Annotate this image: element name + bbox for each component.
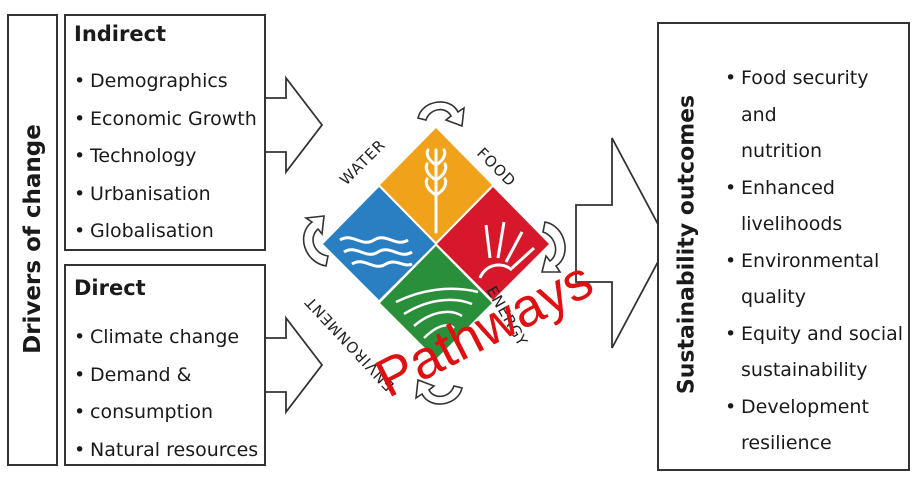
indirect-arrow-icon bbox=[266, 75, 324, 175]
list-item: Development resilience bbox=[723, 389, 908, 462]
outcome-line: Development bbox=[741, 395, 869, 418]
list-item: Equity and social sustainability bbox=[723, 316, 908, 389]
list-item-continuation: consumption bbox=[72, 394, 258, 432]
list-item: Climate change bbox=[72, 319, 258, 357]
list-item: Demographics bbox=[72, 63, 257, 101]
outcome-line: sustainability bbox=[741, 359, 868, 381]
list-item-continuation-text: consumption bbox=[90, 401, 214, 423]
indirect-drivers-box: Indirect Demographics Economic Growth Te… bbox=[64, 14, 266, 251]
list-item: Demand & bbox=[72, 357, 258, 395]
environment-tile bbox=[380, 246, 492, 359]
top-cycle-arrow-icon bbox=[417, 101, 465, 128]
list-item: Environmental quality bbox=[723, 243, 908, 316]
water-label: WATER bbox=[336, 136, 389, 189]
outcomes-arrow-icon bbox=[575, 137, 670, 349]
outcome-line: Enhanced bbox=[741, 176, 835, 199]
direct-heading: Direct bbox=[74, 276, 146, 300]
outcomes-box: Sustainability outcomes Food security an… bbox=[657, 22, 910, 471]
outcomes-list: Food security and nutrition Enhanced liv… bbox=[723, 60, 908, 462]
direct-list: Climate change Demand & consumption Natu… bbox=[72, 319, 258, 469]
list-item: Globalisation bbox=[72, 213, 257, 251]
outcome-line: Equity and social bbox=[741, 322, 904, 345]
water-tile bbox=[323, 187, 435, 300]
outcome-line: resilience bbox=[741, 432, 832, 454]
direct-drivers-box: Direct Climate change Demand & consumpti… bbox=[64, 264, 266, 469]
outcome-line: Food security and bbox=[741, 67, 869, 126]
energy-tile bbox=[437, 187, 549, 300]
list-item: Urbanisation bbox=[72, 176, 257, 214]
list-item: Food security and nutrition bbox=[723, 60, 908, 170]
fields-icon bbox=[395, 287, 479, 339]
indirect-heading: Indirect bbox=[74, 22, 167, 46]
sun-icon bbox=[478, 221, 536, 279]
outcomes-vertical-label: Sustainability outcomes bbox=[674, 94, 700, 395]
outcome-line: Environmental bbox=[741, 249, 880, 272]
list-item: Economic Growth bbox=[72, 101, 257, 139]
right-cycle-arrow-icon bbox=[540, 221, 566, 273]
list-item: Enhanced livelihoods bbox=[723, 170, 908, 243]
outcome-line: quality bbox=[741, 286, 806, 308]
indirect-list: Demographics Economic Growth Technology … bbox=[72, 63, 257, 251]
outcome-line: livelihoods bbox=[741, 213, 843, 235]
water-waves-icon bbox=[339, 236, 413, 268]
left-cycle-arrow-icon bbox=[302, 215, 329, 267]
bottom-cycle-arrow-icon bbox=[415, 378, 463, 405]
direct-arrow-icon bbox=[266, 315, 324, 415]
list-item: Natural resources bbox=[72, 432, 258, 470]
drivers-of-change-box: Drivers of change bbox=[7, 14, 58, 466]
list-item: Technology bbox=[72, 138, 257, 176]
wheat-icon bbox=[424, 148, 448, 234]
cycle-arrows bbox=[302, 101, 566, 405]
nexus-diamond bbox=[323, 128, 549, 359]
outcome-line: nutrition bbox=[741, 140, 823, 162]
